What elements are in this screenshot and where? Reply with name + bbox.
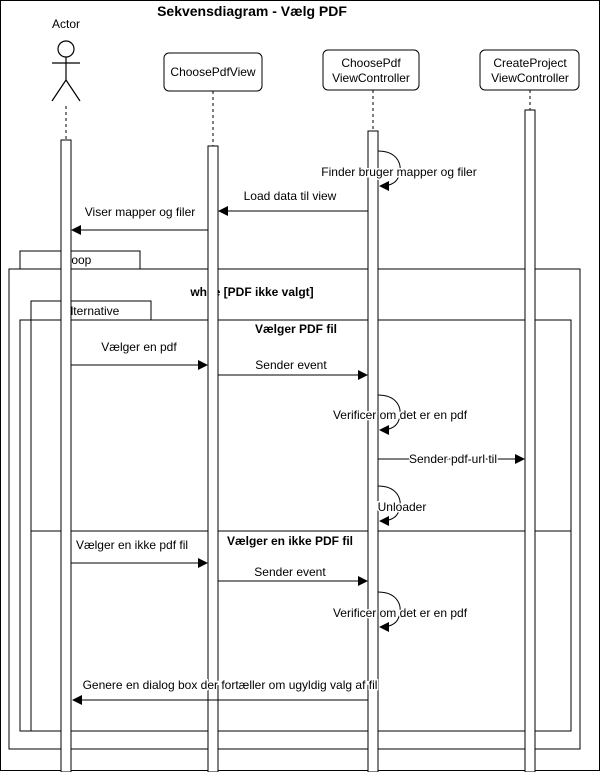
message-labels: Finder bruger mapper og filer Load data … bbox=[76, 164, 499, 694]
alt-branch2-label: Vælger en ikke PDF fil bbox=[227, 534, 353, 548]
activation-actor bbox=[60, 139, 72, 772]
participant-label-line2: ViewController bbox=[491, 71, 569, 85]
loop-guard: while [PDF ikke valgt] bbox=[189, 285, 313, 299]
alt-inner-frame bbox=[30, 319, 572, 732]
participant-label-line2: ViewController bbox=[332, 71, 410, 85]
self-message-verificer-1 bbox=[377, 394, 401, 435]
diagram-title: Sekvensdiagram - Vælg PDF bbox=[157, 3, 347, 19]
participant-label-line1: CreateProject bbox=[493, 56, 567, 70]
label-verificer-2: Verificer om det er en pdf bbox=[333, 606, 468, 620]
activation-createproject-viewcontroller bbox=[524, 109, 536, 772]
label-verificer-1: Verificer om det er en pdf bbox=[333, 408, 468, 422]
participant-choosepdf-viewcontroller: ChoosePdf ViewController bbox=[322, 49, 420, 91]
label-unloader: Unloader bbox=[378, 500, 427, 514]
label-genere-dialog: Genere en dialog box der fortæller om ug… bbox=[83, 678, 378, 692]
alt-tag-label: Alternative bbox=[63, 304, 120, 318]
loop-tag bbox=[19, 250, 141, 270]
self-message-finder bbox=[377, 150, 401, 191]
participant-label: ChoosePdfView bbox=[170, 65, 256, 79]
label-vaelger-pdf: Vælger en pdf bbox=[101, 340, 177, 354]
activation-choosepdf-viewcontroller bbox=[367, 130, 379, 772]
label-sender-event-1: Sender event bbox=[255, 358, 327, 372]
participant-choosepdfview: ChoosePdfView bbox=[163, 52, 263, 92]
label-finder: Finder bruger mapper og filer bbox=[321, 165, 476, 179]
label-sender-event-2: Sender event bbox=[254, 565, 326, 579]
actor: Actor bbox=[51, 17, 81, 102]
label-sender-url: Sender pdf-url til bbox=[409, 452, 497, 466]
label-viser: Viser mapper og filer bbox=[85, 205, 196, 219]
stick-figure-icon bbox=[51, 40, 81, 102]
actor-label: Actor bbox=[52, 17, 80, 31]
participant-createproject-viewcontroller: CreateProject ViewController bbox=[479, 49, 580, 91]
self-message-verificer-2 bbox=[377, 591, 401, 632]
label-load-data: Load data til view bbox=[244, 189, 337, 203]
label-vaelger-ikke-pdf: Vælger en ikke pdf fil bbox=[76, 538, 188, 552]
loop-tag-label: loop bbox=[69, 253, 92, 267]
activation-choosepdfview bbox=[207, 145, 219, 772]
participant-label-line1: ChoosePdf bbox=[341, 56, 401, 70]
self-message-unloader bbox=[377, 485, 401, 526]
loop-fragment: loop while [PDF ikke valgt] bbox=[8, 250, 581, 750]
alt-branch1-label: Vælger PDF fil bbox=[255, 322, 337, 336]
